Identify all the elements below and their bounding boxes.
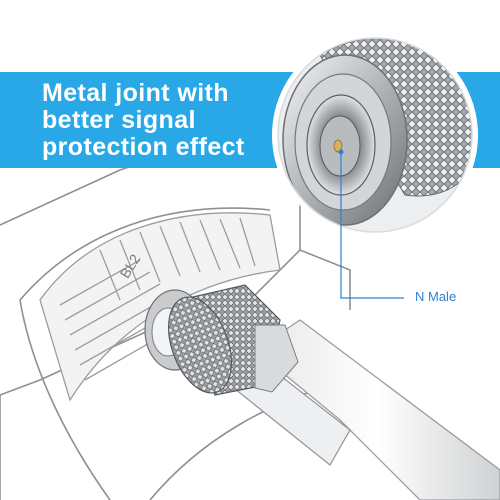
headline-line-2: better signal bbox=[42, 106, 196, 134]
callout-dot bbox=[338, 149, 344, 155]
callout-line bbox=[340, 152, 404, 299]
connector-small bbox=[144, 284, 299, 396]
zoom-circle bbox=[272, 32, 478, 238]
callout-label: N Male bbox=[415, 289, 457, 304]
headline-text: Metal joint with better signal protectio… bbox=[42, 80, 282, 161]
headline-line-1: Metal joint with bbox=[42, 79, 229, 107]
headline-line-3: protection effect bbox=[42, 133, 245, 161]
